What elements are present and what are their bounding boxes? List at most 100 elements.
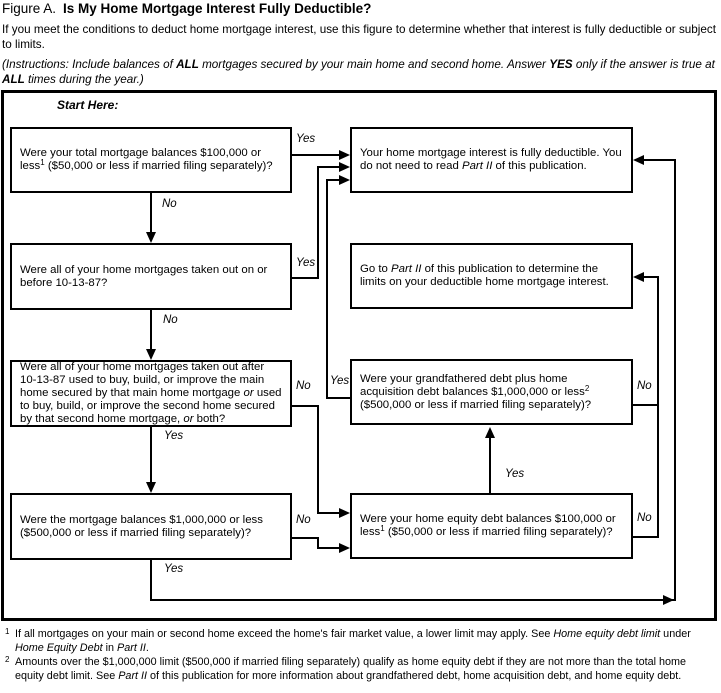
arrowhead-right-q1-a1 [339, 150, 350, 160]
connector-q5-no-exit [633, 404, 659, 406]
text-segment: Were your home equity debt balances $100… [360, 513, 616, 538]
figure-title-row: Figure A. Is My Home Mortgage Interest Fu… [2, 1, 371, 16]
arrowhead-right-q3-q6 [339, 508, 350, 518]
connector-q3-no-entry [317, 512, 339, 514]
arrowhead-down-q2-q3 [146, 349, 156, 360]
text-segment: of this publication for more information… [147, 670, 682, 682]
text-segment: both? [193, 413, 226, 425]
arrowhead-right-q4-q6 [339, 543, 350, 553]
text-segment: Part II [118, 670, 148, 682]
connector-q1-no-line [150, 193, 152, 233]
connector-q3-no-drop [317, 405, 319, 514]
text-segment: Go to [360, 263, 392, 275]
connector-q4-no-entry [317, 547, 339, 549]
text-segment: times during the year.) [24, 73, 144, 86]
connector-right-riser-to-a1 [674, 160, 676, 601]
figure-label: Figure A. [2, 1, 57, 16]
connector-q5-yes-exit [327, 397, 350, 399]
label-no-q4: No [296, 514, 311, 526]
text-segment: Your home mortgage interest is fully ded… [360, 147, 622, 172]
box-result-go-part2: Go to Part II of this publication to det… [350, 243, 633, 309]
text-segment: of this publication to determine the lim… [360, 263, 609, 288]
footnote-1-marker: 1 [5, 627, 10, 636]
connector-q2-no-line [150, 310, 152, 350]
footnote-ref-1: 1 [380, 524, 385, 533]
footnote-ref-2: 2 [584, 383, 590, 393]
arrowhead-right-bottom-run [663, 595, 674, 605]
connector-q1-yes-line [292, 154, 339, 156]
footnote-2: 2 Amounts over the $1,000,000 limit ($500… [3, 655, 715, 683]
connector-q6-no-exit [633, 536, 659, 538]
arrowhead-right-q5-a1 [339, 175, 350, 185]
text-segment: Part II [117, 642, 146, 654]
box-question-total-balance: Were your total mortgage balances $100,0… [10, 127, 292, 193]
arrowhead-down-q1-q2 [146, 232, 156, 243]
start-here-label: Start Here: [57, 98, 119, 112]
text-segment: mortgages secured by your main home and … [198, 58, 550, 71]
connector-q5-yes-riser [326, 179, 328, 399]
text-segment: . [145, 642, 149, 654]
box-text: Were your home equity debt balances $100… [360, 513, 623, 539]
connector-q4-no-drop [317, 537, 319, 549]
label-yes-q6: Yes [505, 468, 525, 480]
text-segment: only if the answer is true at [572, 58, 715, 71]
text-segment: Were your total mortgage balances $100,0… [20, 147, 262, 172]
box-result-fully-deductible: Your home mortgage interest is fully ded… [350, 127, 633, 193]
text-segment: ($50,000 or less if married filing separ… [384, 526, 613, 538]
box-text: Your home mortgage interest is fully ded… [360, 147, 623, 173]
text-segment: or [243, 387, 254, 399]
connector-no-riser-to-a2 [657, 277, 659, 538]
text-segment: used to buy, build, or improve the secon… [20, 387, 282, 425]
text-segment: Amounts over the $1,000,000 limit ($500,… [15, 656, 686, 682]
text-segment: If all mortgages on your main or second … [15, 628, 554, 640]
connector-q3-no-exit [292, 405, 319, 407]
arrowhead-left-into-a1 [633, 155, 644, 165]
label-no-q1: No [162, 198, 177, 210]
connector-bottom-run [150, 599, 676, 601]
footnote-1: 1 If all mortgages on your main or second… [3, 627, 715, 655]
connector-q4-yes-drop [150, 560, 152, 601]
label-no-q2: No [163, 314, 178, 326]
box-text: Were your total mortgage balances $100,0… [20, 147, 282, 173]
connector-q5-yes-entry [326, 179, 339, 181]
box-question-post-1987-use: Were all of your home mortgages taken ou… [10, 360, 292, 427]
connector-q2-yes-exit [292, 277, 319, 279]
text-segment: Home equity debt limit [553, 628, 661, 640]
connector-q2-yes-riser [317, 166, 319, 279]
connector-q3-yes-line [150, 427, 152, 482]
label-no-q5: No [637, 380, 652, 392]
text-segment: ALL [176, 58, 199, 71]
box-text: Were the mortgage balances $1,000,000 or… [20, 514, 282, 540]
label-no-q3: No [296, 380, 311, 392]
label-yes-q4: Yes [164, 563, 184, 575]
text-segment: ($500,000 or less if married filing sepa… [360, 398, 592, 411]
text-segment: ALL [2, 73, 25, 86]
footnote-2-marker: 2 [5, 655, 10, 664]
page-title: Is My Home Mortgage Interest Fully Deduc… [63, 1, 372, 16]
arrowhead-right-q2-a1 [339, 162, 350, 172]
box-question-grandfathered-debt: Were your grandfathered debt plus home a… [350, 359, 633, 425]
text-segment: of this publication. [492, 160, 587, 172]
connector-a1-right-entry [642, 159, 676, 161]
arrowhead-left-into-a2 [633, 272, 644, 282]
text-segment: or [183, 413, 194, 425]
connector-q6-yes-riser [489, 437, 491, 493]
text-segment: Were all of your home mortgages taken ou… [20, 361, 265, 399]
box-question-home-equity-debt: Were your home equity debt balances $100… [350, 493, 633, 559]
label-yes-q3: Yes [164, 430, 184, 442]
text-segment: Part II [391, 263, 422, 275]
footnote-ref-1: 1 [40, 158, 45, 167]
text-segment: Were all of your home mortgages taken ou… [20, 263, 268, 289]
arrowhead-down-q3-q4 [146, 482, 156, 493]
connector-q4-no-exit [292, 537, 319, 539]
text-segment: Home Equity Debt [15, 642, 103, 654]
box-text: Were all of your home mortgages taken ou… [20, 361, 282, 426]
intro-text: If you meet the conditions to deduct hom… [2, 23, 716, 51]
connector-q2-yes-entry [317, 166, 339, 168]
text-segment: (Instructions: Include balances of [2, 58, 177, 71]
arrowhead-up-q6-q5 [485, 427, 495, 438]
text-segment: Were your grandfathered debt plus home a… [360, 372, 585, 398]
connector-a2-entry [642, 276, 659, 278]
text-segment: Part II [461, 160, 493, 172]
